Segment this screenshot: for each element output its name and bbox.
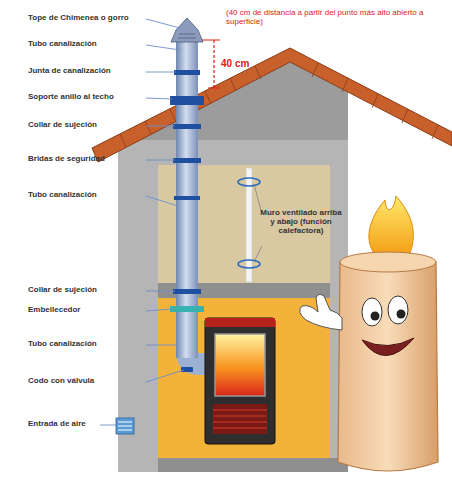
dimension-line	[213, 40, 214, 88]
dimension-tick	[202, 40, 220, 41]
part-label: Tubo canalización	[28, 39, 146, 48]
stove-body	[205, 318, 275, 444]
valve	[181, 367, 193, 372]
pipe-bands	[170, 70, 204, 294]
part-label: Collar de sujeción	[28, 285, 146, 294]
stove-top	[205, 318, 275, 327]
air-vent	[116, 418, 134, 434]
part-label: Collar de sujeción	[28, 120, 146, 129]
grill-lines	[213, 410, 267, 428]
vent-ring	[238, 260, 260, 268]
cap-vents	[178, 34, 196, 38]
stove-grill	[213, 404, 267, 434]
house-wall	[118, 140, 348, 472]
chimney-cap	[171, 18, 203, 42]
part-label: Entrada de aire	[28, 419, 146, 428]
mascot-log	[338, 253, 438, 471]
part-label: Junta de canalización	[28, 66, 146, 75]
part-label: Codo con válvula	[28, 376, 146, 385]
dimension-label: 40 cm	[221, 58, 265, 70]
stove-window	[215, 334, 265, 396]
roof-tiles	[120, 63, 438, 147]
mascot-hand	[300, 294, 342, 330]
part-label: Bridas de seguridad	[28, 154, 146, 163]
part-label: Tubo canalización	[28, 339, 146, 348]
mascot-eye	[388, 296, 408, 324]
dimension-note: (40 cm de distancia a partir del punto m…	[226, 8, 448, 26]
part-label: Tope de Chimenea o gorro	[28, 13, 146, 22]
ground-slab	[158, 458, 348, 472]
part-label: Soporte anillo al techo	[28, 92, 146, 101]
dimension-tick	[208, 88, 220, 89]
vent-slats	[118, 422, 132, 430]
part-label: Tubo canalización	[28, 190, 146, 199]
mascot-pupil	[397, 310, 406, 319]
leader-lines	[100, 19, 184, 425]
vent-ring	[238, 178, 260, 186]
mascot-eye	[362, 298, 382, 326]
leader-line	[254, 246, 262, 262]
mascot-flame	[369, 196, 413, 258]
vent-duct	[246, 168, 252, 282]
part-label: Embellecedor	[28, 305, 146, 314]
attic	[118, 62, 348, 150]
trim-ring	[170, 306, 204, 312]
roof	[92, 48, 452, 162]
wall-note: Muro ventilado arriba y abajo (función c…	[258, 208, 344, 236]
log-top	[340, 252, 436, 272]
mascot-pupil	[371, 312, 380, 321]
mascot-mouth	[362, 338, 414, 356]
